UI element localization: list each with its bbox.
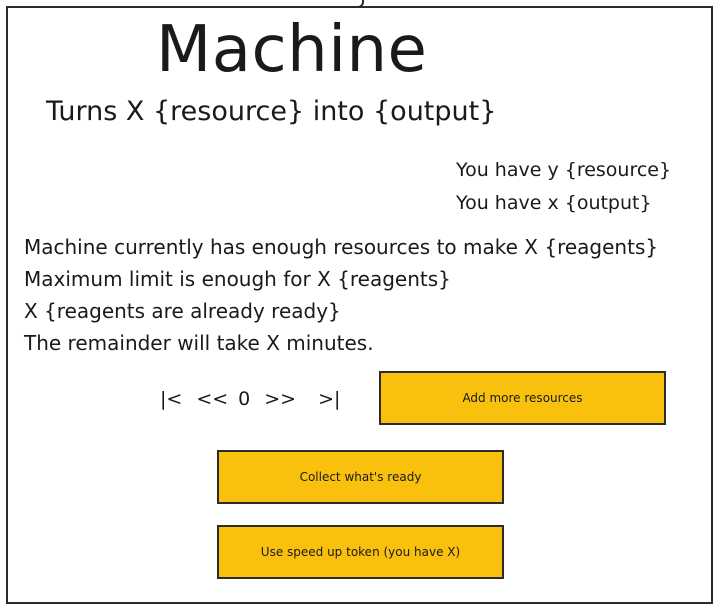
stepper-last-button[interactable]: >| bbox=[318, 382, 340, 416]
stepper-first-button[interactable]: |< bbox=[160, 382, 182, 416]
max-limit-status: Maximum limit is enough for X {reagents} bbox=[24, 267, 451, 291]
machine-panel bbox=[6, 6, 713, 604]
ready-status: X {reagents are already ready} bbox=[24, 299, 341, 323]
quantity-stepper: |< << 0 >> >| bbox=[160, 382, 340, 416]
stepper-decrease-button[interactable]: << bbox=[196, 382, 228, 416]
resource-count: You have y {resource} bbox=[456, 159, 672, 181]
stepper-increase-button[interactable]: >> bbox=[264, 382, 296, 416]
stepper-value: 0 bbox=[238, 388, 251, 410]
speed-up-token-button[interactable]: Use speed up token (you have X) bbox=[217, 525, 504, 579]
add-resources-button[interactable]: Add more resources bbox=[379, 371, 666, 425]
machine-description: Turns X {resource} into {output} bbox=[46, 96, 497, 127]
collect-ready-button[interactable]: Collect what's ready bbox=[217, 450, 504, 504]
output-count: You have x {output} bbox=[456, 192, 652, 214]
page-title: Machine bbox=[156, 13, 428, 87]
remaining-time-status: The remainder will take X minutes. bbox=[24, 331, 374, 355]
capacity-status: Machine currently has enough resources t… bbox=[24, 235, 659, 259]
